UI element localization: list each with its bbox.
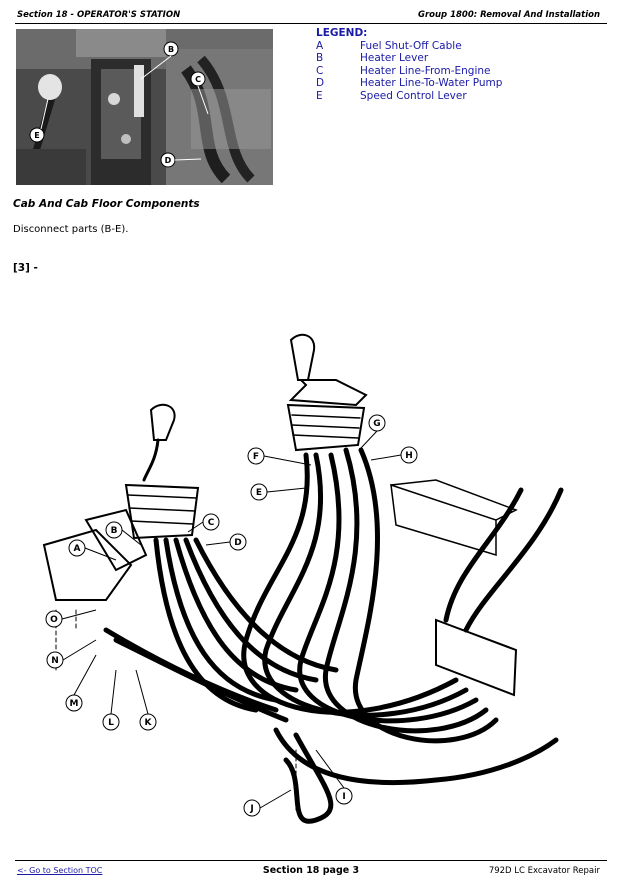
callout-l: L: [108, 718, 114, 728]
callout-m: M: [70, 699, 79, 709]
callout-d: D: [234, 538, 241, 548]
cab-photo: B C D E: [16, 29, 273, 185]
callout-b: B: [111, 526, 118, 536]
legend-title: LEGEND:: [316, 27, 368, 39]
photo-callout-c: C: [195, 75, 201, 84]
hydraulic-diagram: A B C D E F G H I J K L M N O: [16, 310, 606, 850]
photo-callout-b: B: [168, 45, 174, 54]
callout-j: J: [249, 804, 253, 814]
photo-callout-d: D: [165, 156, 172, 165]
callout-i: I: [342, 792, 345, 802]
footer-rule: [15, 860, 607, 861]
figure-caption: Cab And Cab Floor Components: [13, 198, 200, 210]
step-number: [3] -: [13, 262, 38, 274]
callout-g: G: [373, 419, 380, 429]
section-header: Section 18 - OPERATOR'S STATION: [17, 10, 181, 20]
group-header: Group 1800: Removal And Installation: [417, 10, 600, 20]
callout-c: C: [208, 518, 215, 528]
callout-n: N: [51, 656, 59, 666]
header-rule: [15, 23, 607, 24]
section-toc-link[interactable]: <- Go to Section TOC: [17, 866, 103, 875]
photo-callout-e: E: [34, 131, 39, 140]
manual-title: 792D LC Excavator Repair: [488, 866, 600, 876]
callout-k: K: [145, 718, 153, 728]
callout-h: H: [405, 451, 413, 461]
instruction-text: Disconnect parts (B-E).: [13, 224, 129, 235]
callout-e: E: [256, 488, 262, 498]
callout-a: A: [74, 544, 81, 554]
page-number: Section 18 page 3: [262, 865, 360, 876]
callout-o: O: [50, 615, 58, 625]
callout-f: F: [253, 452, 259, 462]
